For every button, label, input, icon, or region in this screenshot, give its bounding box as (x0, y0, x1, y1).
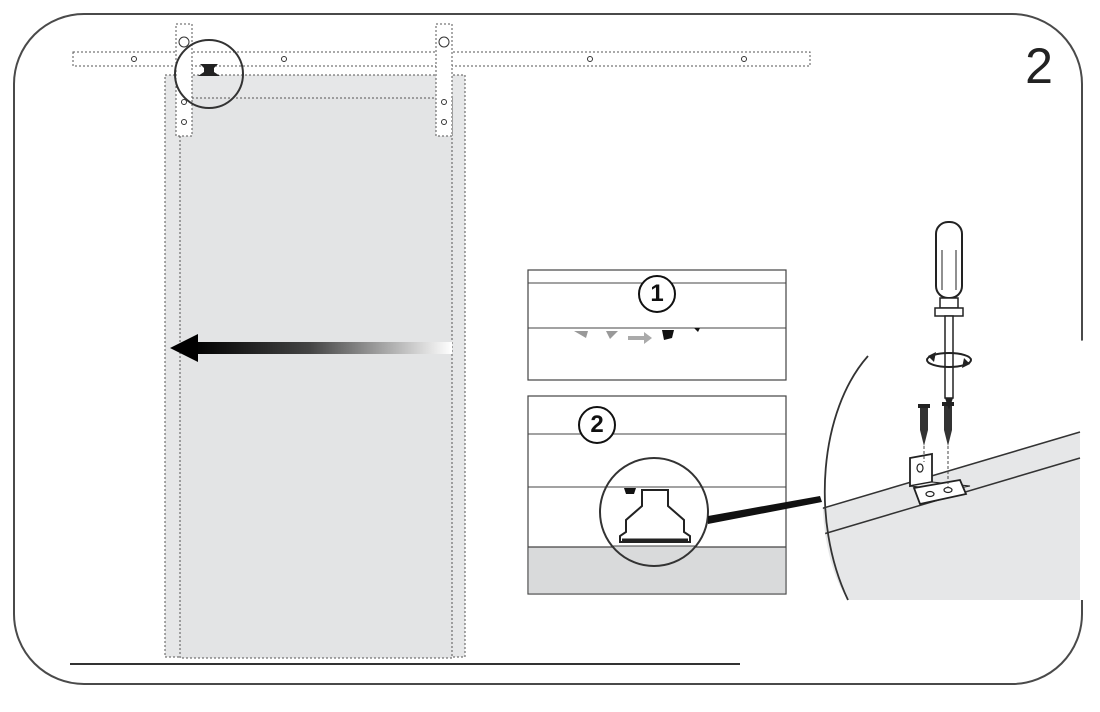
slide-direction-arrow-icon (170, 334, 452, 362)
substep-number-1: 1 (638, 275, 676, 313)
floor-guide-icon (619, 489, 691, 543)
detail-view (822, 221, 1090, 601)
rotation-arrow-icon (926, 352, 972, 368)
screwdriver-icon (934, 221, 964, 410)
hanger-left (175, 23, 193, 137)
screw-icon (918, 404, 930, 462)
hanger-right (435, 23, 453, 137)
step-number: 2 (1025, 38, 1053, 94)
highlight-circle (174, 39, 244, 109)
substep-number-2: 2 (578, 406, 616, 444)
floor-bracket-icon (909, 452, 971, 506)
barn-door (164, 74, 466, 659)
detail-connector (708, 496, 822, 524)
stopper-icon (198, 64, 220, 76)
